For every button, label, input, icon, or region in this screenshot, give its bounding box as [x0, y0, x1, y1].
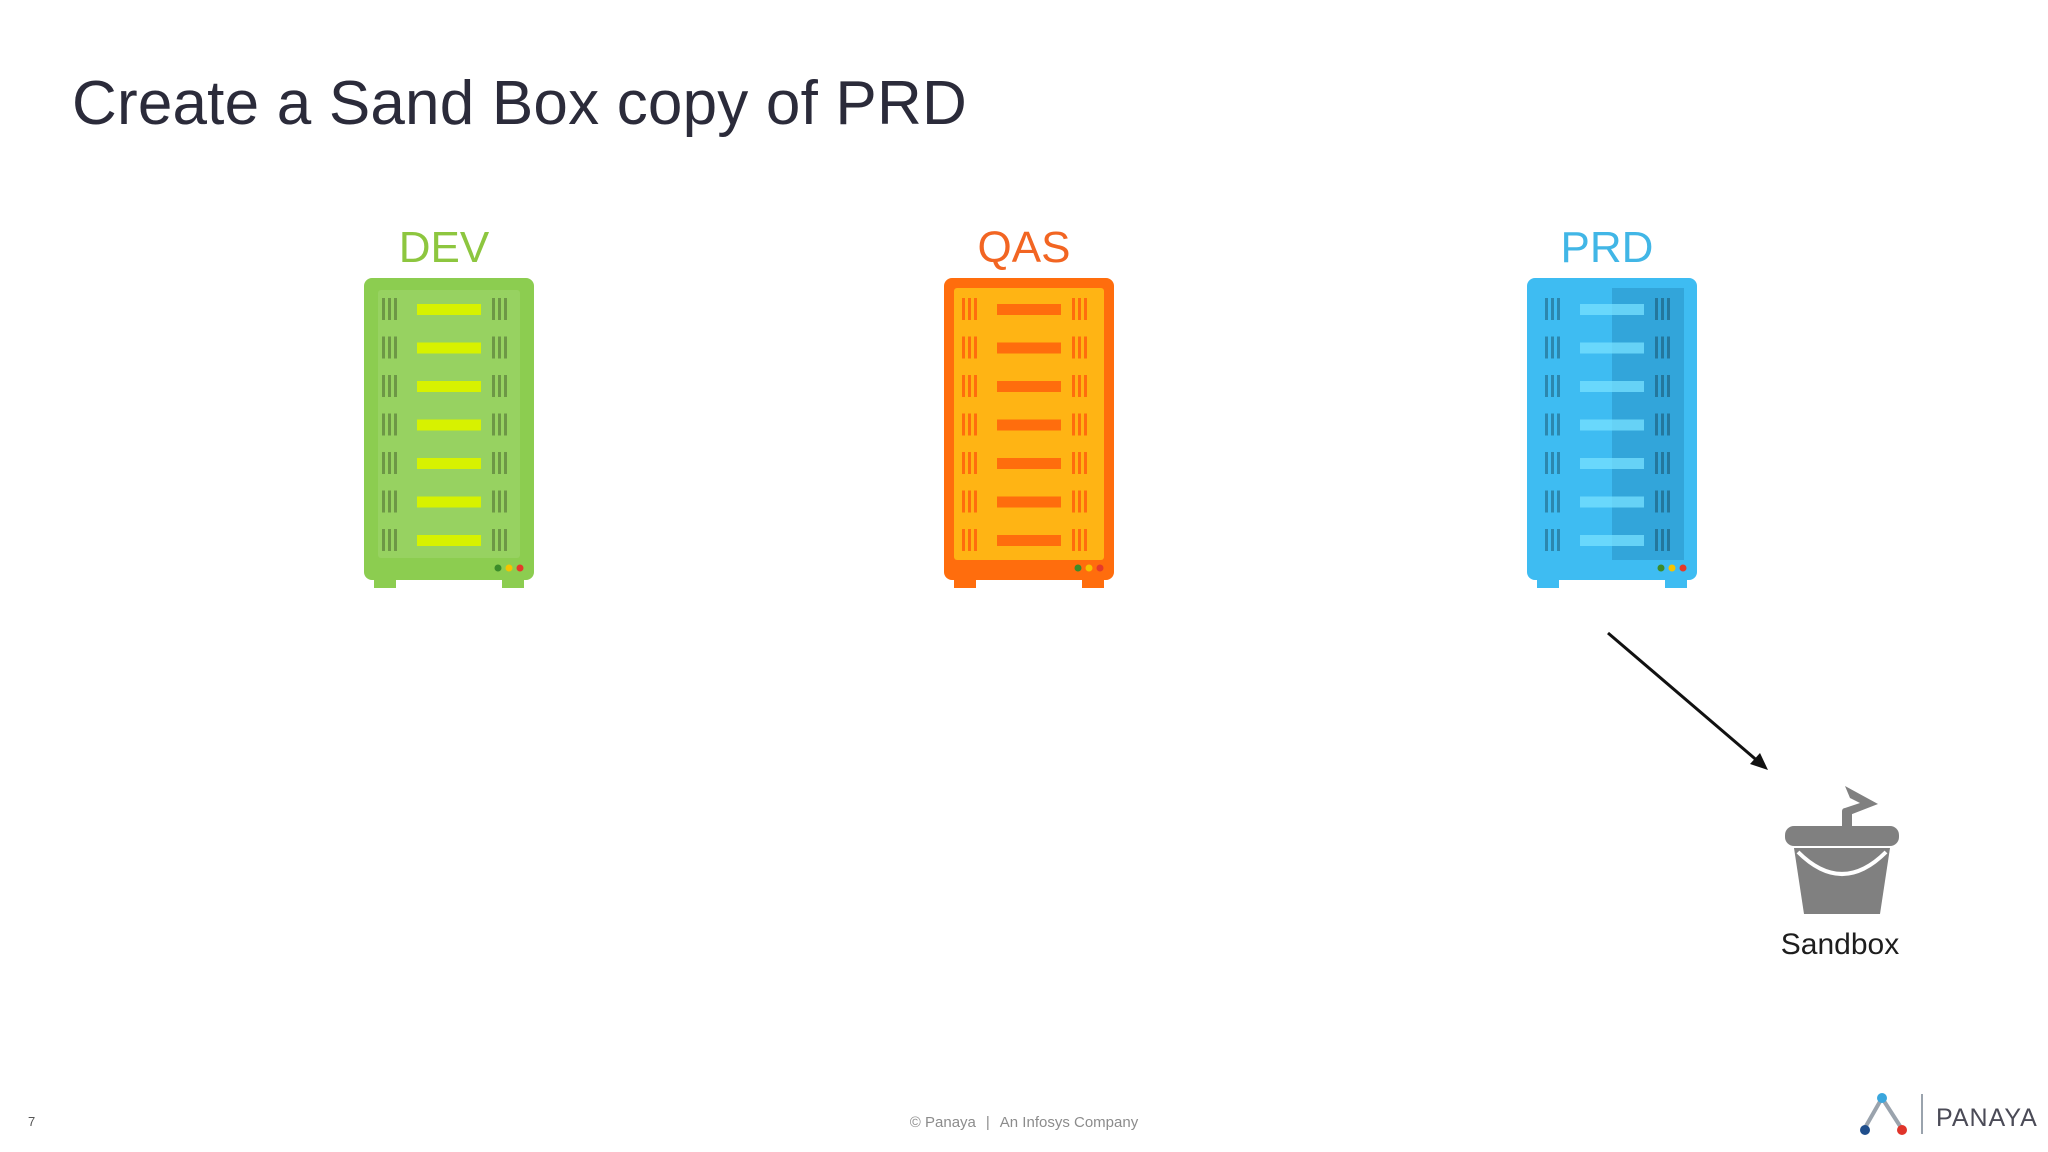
- arrow-down-right-icon: [1607, 631, 1768, 770]
- server-dev: DEV: [349, 222, 539, 590]
- server-rack-icon: [364, 278, 534, 588]
- server-rack-icon: [944, 278, 1114, 588]
- brand-name: PANAYA: [1936, 1104, 2038, 1132]
- footer-company: An Infosys Company: [999, 1114, 1139, 1131]
- panaya-logo-icon: [1860, 1093, 1923, 1135]
- slide-title: Create a Sand Box copy of PRD: [72, 69, 967, 138]
- server-qas-label: QAS: [977, 223, 1071, 272]
- server-rack-icon: [1527, 278, 1697, 588]
- sandbox-label: Sandbox: [1780, 928, 1900, 961]
- sandbox: Sandbox: [1770, 778, 1910, 961]
- footer-separator: |: [985, 1114, 990, 1131]
- page-number: 7: [28, 1114, 36, 1129]
- sand-bucket-icon: [1785, 786, 1899, 914]
- footer-copyright: © Panaya: [909, 1114, 976, 1131]
- server-dev-label: DEV: [398, 223, 490, 272]
- server-prd-label: PRD: [1560, 223, 1654, 272]
- footer: © Panaya | An Infosys Company: [0, 1114, 2048, 1131]
- server-qas: QAS: [929, 222, 1119, 590]
- server-prd: PRD: [1512, 222, 1702, 590]
